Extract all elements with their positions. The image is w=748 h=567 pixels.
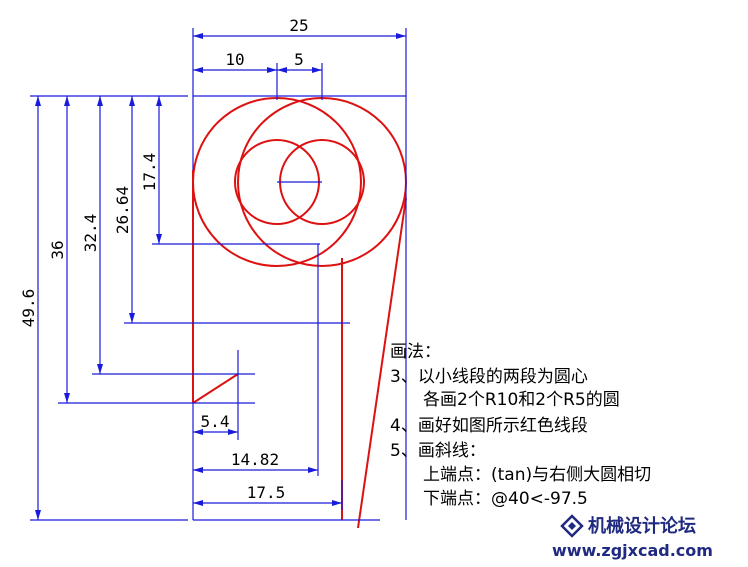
watermark: 机械设计论坛 www.zgjxcad.com — [552, 514, 713, 560]
dimension-texts: 25 10 5 49.6 36 32.4 26.64 17.4 5.4 14.8… — [19, 16, 309, 502]
notes-step5-lower: 下端点：@40<-97.5 — [423, 489, 588, 509]
notes-step5: 5、画斜线： — [390, 441, 486, 461]
notes-step4: 4、画好如图所示红色线段 — [390, 416, 588, 436]
dim-text-36: 36 — [48, 240, 67, 259]
dim-text-17-5: 17.5 — [247, 483, 286, 502]
dimension-lines — [30, 28, 407, 521]
dim-text-14-82: 14.82 — [231, 450, 279, 469]
dim-text-32-4: 32.4 — [81, 214, 100, 253]
tangent-slanted-line — [357, 197, 407, 529]
red-geometry — [192, 97, 407, 529]
dim-text-5-4: 5.4 — [201, 412, 230, 431]
watermark-title: 机械设计论坛 — [588, 515, 696, 537]
drawing-notes: 画法： 3、以小线段的两段为圆心 各画2个R10和2个R5的圆 4、画好如图所示… — [390, 342, 651, 509]
notes-step5-upper: 上端点：(tan)与右侧大圆相切 — [423, 465, 651, 485]
dim-text-17-4: 17.4 — [140, 153, 159, 192]
dim-text-10: 10 — [225, 50, 244, 69]
dim-text-5: 5 — [294, 50, 304, 69]
notes-step3-line2: 各画2个R10和2个R5的圆 — [423, 390, 620, 410]
watermark-logo-icon — [560, 514, 584, 538]
watermark-url: www.zgjxcad.com — [552, 541, 713, 560]
dim-text-26-64: 26.64 — [113, 186, 132, 234]
dim-text-25: 25 — [289, 16, 308, 35]
dim-text-49-6: 49.6 — [19, 289, 38, 328]
notes-step3-line1: 3、以小线段的两段为圆心 — [390, 367, 588, 387]
notes-heading: 画法： — [390, 342, 441, 362]
small-diagonal-segment — [192, 373, 239, 404]
